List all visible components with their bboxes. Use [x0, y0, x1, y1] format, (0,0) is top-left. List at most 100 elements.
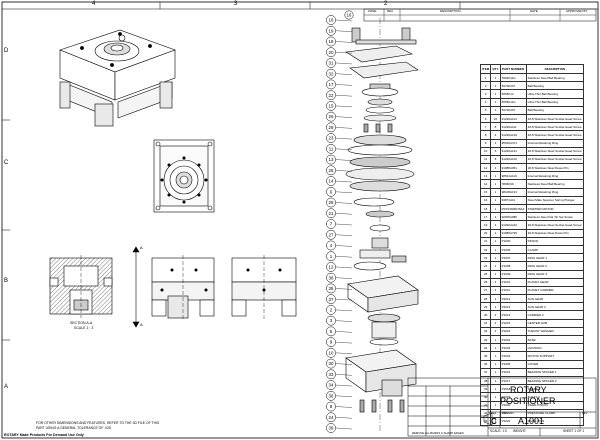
balloon-circle: [326, 412, 336, 423]
bom-qty: 1: [490, 392, 501, 402]
bom-part-number: P1002: [499, 334, 527, 345]
bom-item: 2: [479, 81, 492, 91]
zone-letter-b: B: [4, 278, 9, 284]
balloon-leader: [335, 406, 353, 408]
bom-description: 18-8 Stainless Steel Dowel Pin: [525, 163, 585, 173]
bom-description: STEPPER MOTOR: [525, 203, 585, 214]
balloon-leader: [335, 363, 353, 365]
bom-item: 29: [479, 302, 492, 312]
balloon: 30: [326, 358, 353, 369]
bom-qty: 1: [490, 261, 501, 271]
bom-part-number: P1011: [499, 285, 527, 296]
balloon: 26: [326, 111, 353, 122]
balloon: 5: [326, 326, 353, 337]
bom-description: THRUST WASHER: [525, 326, 585, 337]
balloon-label: 1: [330, 254, 333, 259]
front-view: [151, 255, 215, 320]
bom-description: CARRIER 2: [525, 310, 585, 320]
balloon-leader: [335, 384, 353, 387]
bom-item: 27: [479, 285, 492, 296]
bom-description: Steel Male Spanner Spring Plunger: [525, 195, 585, 206]
balloon-leader: [335, 180, 353, 183]
balloon: 23: [326, 133, 353, 143]
balloon-leader: [335, 331, 353, 333]
section-marker-bottom: A: [140, 322, 143, 327]
bom-qty: 1: [490, 97, 501, 107]
balloon-label: 12: [329, 265, 334, 270]
bom-item: 12: [479, 163, 492, 173]
balloon-leader: [335, 223, 353, 226]
balloon: 18: [326, 36, 353, 47]
side-view: [231, 255, 297, 320]
bom-part-number: 91292A113: [499, 113, 527, 124]
balloon-label: 27: [329, 232, 334, 237]
balloon-label: 26: [329, 114, 334, 119]
bom-part-number: P1016: [499, 367, 527, 377]
bom-part-number: P1005: [499, 359, 527, 369]
scale-value: SCALE: 1:3: [490, 429, 507, 433]
bom-item: 19: [479, 220, 492, 230]
bom-header-item: ITEM: [479, 64, 492, 74]
bom-part-number: P1004: [499, 351, 527, 361]
bom-item: 14: [479, 179, 492, 189]
balloon-label: 5: [330, 329, 333, 334]
balloon: 36: [326, 390, 353, 401]
title-line-2: POSITIONER: [500, 396, 556, 406]
balloon-label: 20: [329, 50, 334, 55]
balloon: 16: [326, 15, 353, 25]
bom-part-number: P1006: [499, 244, 527, 255]
balloon-leader: [335, 202, 353, 204]
bom-part-number: P1014: [499, 310, 527, 320]
zone-letter-c: C: [4, 160, 9, 166]
balloon-circle: [326, 15, 336, 25]
balloon-label: 8: [330, 404, 333, 409]
balloon-leader: [335, 191, 353, 193]
balloon-circle: [326, 154, 336, 165]
bom-part-number: P1008: [499, 261, 527, 271]
bom-item: 38: [479, 375, 492, 386]
balloon-leader: [335, 427, 353, 430]
bom-item: 5: [479, 105, 492, 115]
bom-qty: 16: [490, 113, 501, 124]
balloon-label: 33: [329, 372, 334, 377]
balloon-circle: [326, 68, 336, 79]
bom-item: 43: [479, 416, 492, 427]
note-line-1: FOR OTHER DIMENSIONS AND FEATURES, REFER…: [36, 421, 160, 425]
zone-letter-d: D: [4, 48, 9, 54]
bom-item: 3: [479, 89, 492, 99]
bom-qty: 4: [490, 285, 501, 296]
bom-qty: 4: [490, 277, 501, 287]
balloon: 33: [326, 369, 353, 380]
balloon-circle: [326, 47, 336, 58]
bom-qty: 1: [490, 179, 501, 189]
bom-item: 40: [479, 392, 492, 402]
balloon-circle: [326, 111, 336, 122]
section-label: SECTION A-A: [70, 321, 93, 325]
balloon-circle: [326, 197, 336, 208]
bom-description: HOUSING: [525, 343, 585, 353]
bom-item: 31: [479, 318, 492, 328]
bom-qty: 6: [490, 146, 501, 156]
balloon: 13: [326, 154, 353, 165]
bom-part-number: P1007: [499, 253, 527, 263]
rev-header-approved: APPROVED BY: [566, 9, 588, 13]
bom-item: 8: [479, 130, 492, 140]
title-line-1: ROTARY: [510, 385, 547, 395]
bom-item: 18: [479, 203, 492, 214]
bom-item: 7: [479, 122, 492, 132]
bom-part-number: 91292A121: [499, 146, 527, 156]
bom-qty: 4: [490, 212, 501, 222]
balloon: 28: [326, 197, 353, 208]
weight-label: WEIGHT:: [513, 429, 527, 433]
section-marker-top: A: [140, 245, 143, 250]
balloon-circle: [326, 143, 336, 154]
